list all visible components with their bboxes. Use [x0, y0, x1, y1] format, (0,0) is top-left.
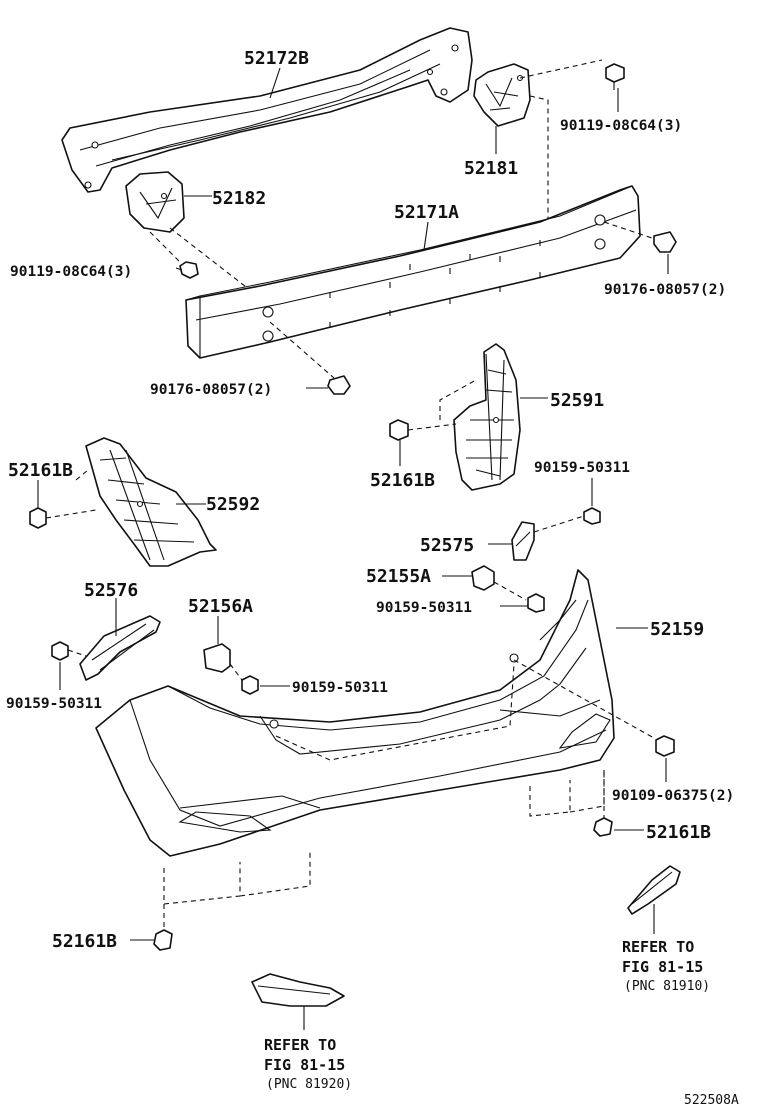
refer-right-line2: FIG 81-15 — [622, 958, 703, 976]
part-52181-bracket — [473, 63, 531, 127]
bolt-90159-mid2 — [527, 593, 545, 613]
label-52181: 52181 — [464, 158, 518, 179]
bolt-90109 — [655, 735, 675, 757]
leader-52171A — [423, 221, 429, 251]
dashed-guide-center — [275, 663, 515, 761]
part-52155A-bracket — [471, 565, 495, 591]
dashed-guide-52155A — [493, 581, 527, 601]
bolt-90159-center — [241, 675, 259, 695]
part-52591-retainer — [453, 343, 521, 491]
diagram-code: 522508A — [684, 1093, 739, 1108]
label-52182: 52182 — [212, 188, 266, 209]
part-52171A-absorber — [185, 185, 641, 359]
dashed-guide-52576 — [67, 649, 87, 657]
dashed-clip-locations — [163, 770, 605, 905]
label-90176-left: 90176-08057(2) — [150, 382, 272, 398]
reflector-right — [627, 865, 681, 915]
label-52156A: 52156A — [188, 596, 253, 617]
clip-90176-right — [653, 231, 677, 253]
label-52155A: 52155A — [366, 566, 431, 587]
dashed-guide-52182 — [149, 227, 251, 291]
part-52182-bracket — [125, 171, 185, 233]
refer-bottom-line2: FIG 81-15 — [264, 1056, 345, 1074]
label-52592: 52592 — [206, 494, 260, 515]
bolt-90159-mid — [583, 507, 601, 525]
label-90159-mid2: 90159-50311 — [376, 600, 472, 616]
bolt-90159-left — [51, 641, 69, 661]
part-52575-bracket — [511, 521, 535, 561]
label-52171A: 52171A — [394, 202, 459, 223]
label-52161B-left: 52161B — [8, 460, 73, 481]
clip-52161B-mid — [389, 419, 409, 441]
part-52576-bracket — [79, 615, 161, 681]
label-90159-center: 90159-50311 — [292, 680, 388, 696]
clip-90176-left — [327, 375, 351, 395]
leader-52172B — [269, 67, 281, 99]
label-52161B-bottom: 52161B — [52, 931, 117, 952]
label-52591: 52591 — [550, 390, 604, 411]
refer-right-line3: (PNC 81910) — [624, 979, 710, 994]
label-52161B-mid: 52161B — [370, 470, 435, 491]
part-52592-retainer — [85, 437, 217, 567]
label-90109: 90109-06375(2) — [612, 788, 734, 804]
dashed-guide-52181 — [519, 59, 603, 236]
bolt-90119-right — [605, 63, 625, 90]
bolt-90119-left — [175, 261, 199, 279]
refer-bottom-line3: (PNC 81920) — [266, 1077, 352, 1092]
part-52156A-bracket — [203, 643, 231, 673]
label-90159-left: 90159-50311 — [6, 696, 102, 712]
dashed-guide-52156A — [229, 663, 243, 681]
refer-right-line1: REFER TO — [622, 938, 694, 956]
label-52575: 52575 — [420, 535, 474, 556]
dashed-guide-52592 — [45, 469, 97, 519]
label-52159: 52159 — [650, 619, 704, 640]
clip-52161B-bottom — [153, 929, 173, 951]
label-90119-right: 90119-08C64(3) — [560, 118, 682, 134]
dashed-guide-52591 — [407, 379, 477, 431]
dashed-guide-52575 — [533, 515, 585, 533]
clip-52161B-left — [29, 507, 47, 529]
label-90159-mid: 90159-50311 — [534, 460, 630, 476]
label-52576: 52576 — [84, 580, 138, 601]
absorber-slots — [329, 240, 541, 328]
label-52172B: 52172B — [244, 48, 309, 69]
label-52161B-right: 52161B — [646, 822, 711, 843]
clip-52161B-right — [593, 817, 613, 837]
refer-bottom-line1: REFER TO — [264, 1036, 336, 1054]
part-52159-bumper-cover — [95, 569, 615, 857]
reflector-left — [251, 973, 345, 1007]
part-52172B-reinforcement — [61, 27, 473, 193]
label-90176-right: 90176-08057(2) — [604, 282, 726, 298]
label-90119-left: 90119-08C64(3) — [10, 264, 132, 280]
